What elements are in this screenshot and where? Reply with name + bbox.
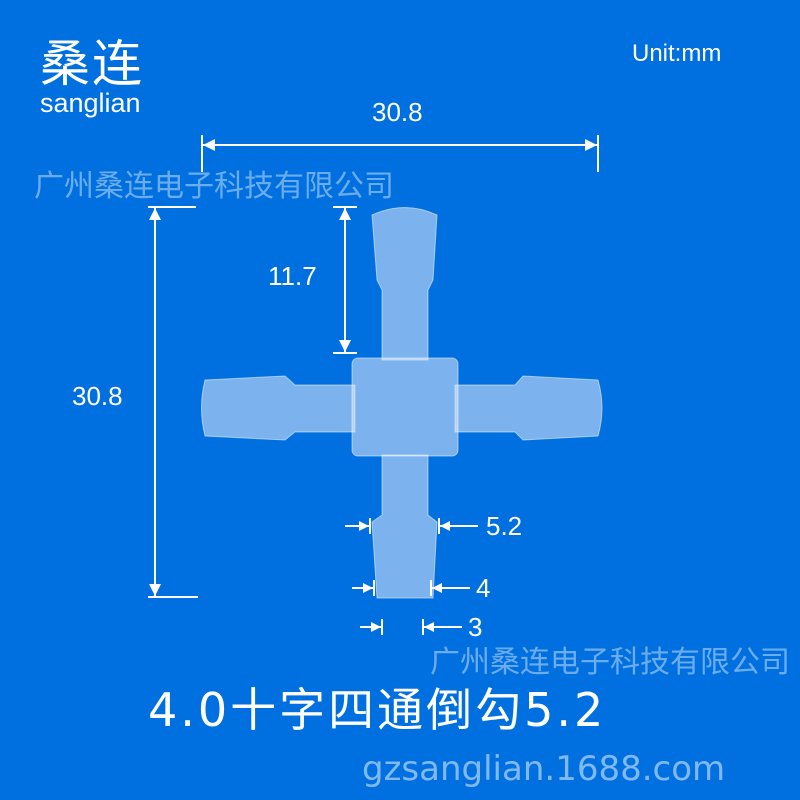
product-title: 4.0十字四通倒勾5.2	[148, 683, 607, 737]
overall-width-label: 30.8	[372, 97, 423, 127]
logo-chinese: 桑连	[40, 35, 144, 93]
logo-english: sanglian	[40, 88, 141, 118]
unit-label: Unit:mm	[632, 40, 722, 67]
inner-bore-label: 3	[468, 612, 483, 642]
dimension-lines	[148, 135, 599, 635]
website-watermark: gzsanglian.1688.com	[362, 749, 726, 789]
cross-fitting	[201, 207, 603, 599]
watermark-top: 广州桑连电子科技有限公司	[34, 169, 394, 204]
arm-length-label: 11.7	[268, 261, 317, 291]
watermark-bottom: 广州桑连电子科技有限公司	[430, 645, 790, 680]
overall-height-label: 30.8	[72, 381, 123, 411]
tube-outer-label: 4	[476, 573, 491, 603]
barb-outer-label: 5.2	[486, 511, 523, 541]
